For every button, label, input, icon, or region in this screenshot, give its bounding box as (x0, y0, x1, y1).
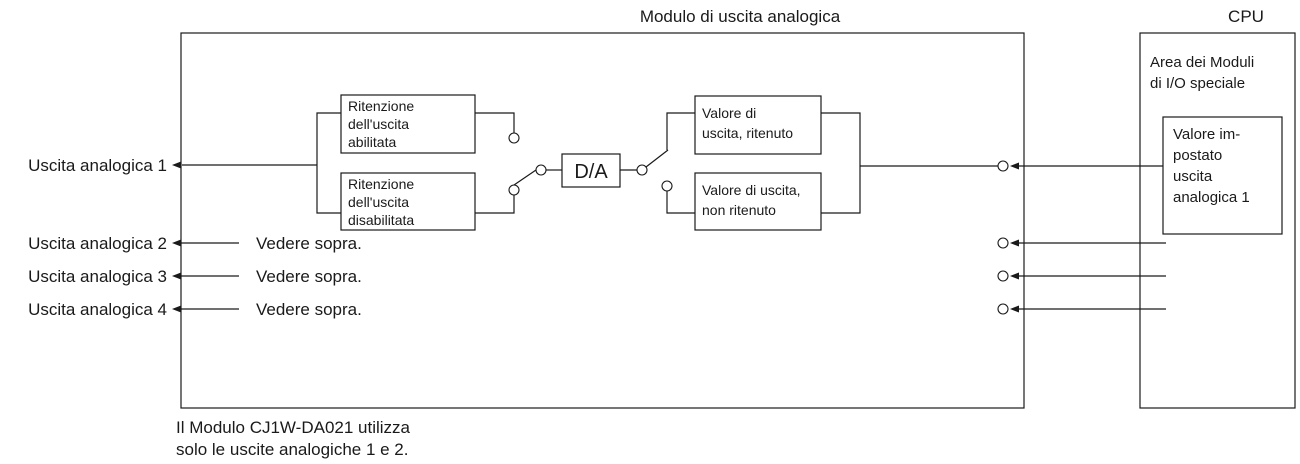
output2-input-arrowhead (1010, 239, 1019, 247)
hold-enabled-wire (475, 112, 515, 133)
value-not-held-line2: non ritenuto (702, 202, 776, 218)
hold-selector-switch (513, 169, 537, 186)
output-label-4: Uscita analogica 4 (28, 300, 167, 319)
hold-disabled-line1: Ritenzione (348, 176, 414, 192)
output1-input-terminal (997, 160, 1009, 172)
output1-input-arrowhead (1010, 162, 1019, 170)
hold-enabled-line1: Ritenzione (348, 98, 414, 114)
output4-note: Vedere sopra. (256, 300, 362, 319)
value-not-held-block (694, 172, 822, 231)
hold-disabled-wire (475, 195, 515, 214)
set-value-line3: uscita (1173, 168, 1213, 185)
module-title: Modulo di uscita analogica (640, 7, 841, 26)
module-frame (180, 32, 1025, 409)
output2-arrowhead (172, 239, 181, 247)
hold-disabled-line2: dell'uscita (348, 194, 409, 210)
da-converter-block (561, 153, 621, 188)
hold-disabled-terminal (508, 184, 520, 196)
value-held-line1: Valore di (702, 105, 756, 121)
output-label-1: Uscita analogica 1 (28, 156, 167, 175)
value-held-block (694, 95, 822, 155)
hold-enabled-terminal (508, 132, 520, 144)
selector-pivot-left (535, 164, 547, 176)
hold-disabled-block (340, 172, 476, 231)
value-selector-switch (645, 149, 669, 168)
da-converter-label: D/A (574, 161, 608, 183)
module-note-line2: solo le uscite analogiche 1 e 2. (176, 440, 409, 459)
value-held-line2: uscita, ritenuto (702, 125, 793, 141)
value-not-held-terminal (661, 180, 673, 192)
set-value-box (1162, 116, 1283, 235)
output3-arrowhead (172, 272, 181, 280)
hold-enabled-block (340, 94, 476, 154)
output4-input-arrowhead (1010, 305, 1019, 313)
module-note-line1: Il Modulo CJ1W-DA021 utilizza (176, 418, 411, 437)
value-held-wire (666, 112, 695, 150)
hold-enabled-line3: abilitata (348, 134, 396, 150)
set-value-line1: Valore im- (1173, 126, 1240, 143)
cpu-area-label-line1: Area dei Moduli (1150, 54, 1254, 71)
output-label-2: Uscita analogica 2 (28, 234, 167, 253)
value-not-held-wire (666, 191, 695, 214)
set-value-line2: postato (1173, 147, 1222, 164)
output4-arrowhead (172, 305, 181, 313)
output4-input-terminal (997, 303, 1009, 315)
output3-input-arrowhead (1010, 272, 1019, 280)
output3-input-terminal (997, 270, 1009, 282)
output-label-3: Uscita analogica 3 (28, 267, 167, 286)
selector-pivot-right (636, 164, 648, 176)
output2-input-terminal (997, 237, 1009, 249)
output2-note: Vedere sopra. (256, 234, 362, 253)
hold-disabled-line3: disabilitata (348, 212, 414, 228)
cpu-area-label-line2: di I/O speciale (1150, 75, 1245, 92)
set-value-line4: analogica 1 (1173, 189, 1250, 206)
value-bracket (821, 112, 861, 214)
hold-enabled-line2: dell'uscita (348, 116, 409, 132)
output1-arrowhead (172, 161, 181, 169)
value-not-held-line1: Valore di uscita, (702, 182, 801, 198)
output3-note: Vedere sopra. (256, 267, 362, 286)
cpu-title: CPU (1228, 7, 1264, 26)
hold-bracket (316, 112, 341, 214)
